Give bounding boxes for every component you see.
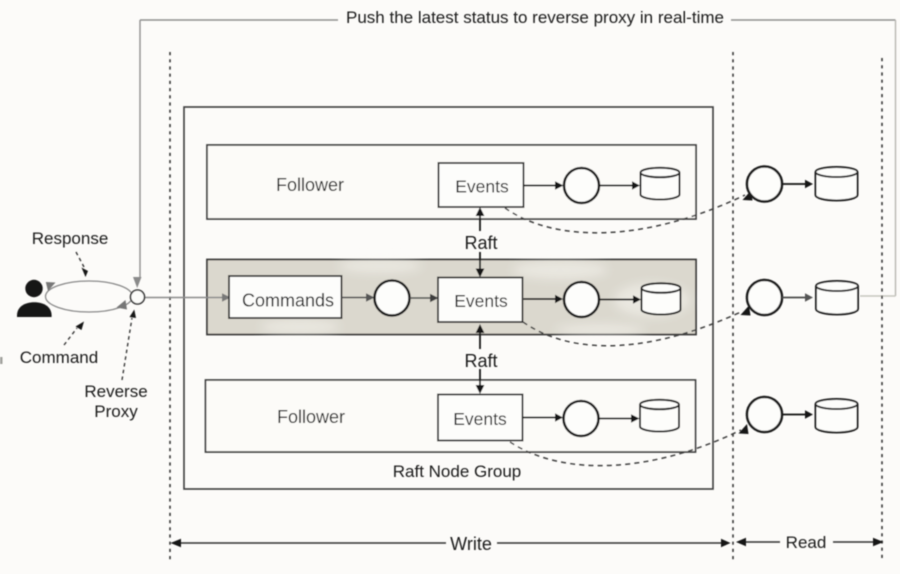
svg-text:Command: Command	[20, 348, 98, 367]
svg-text:Raft: Raft	[464, 233, 497, 253]
svg-text:Reverse: Reverse	[84, 382, 147, 401]
svg-text:Events: Events	[453, 409, 507, 429]
svg-text:Commands: Commands	[242, 291, 334, 311]
svg-text:Follower: Follower	[277, 407, 345, 427]
svg-text:Write: Write	[450, 534, 492, 554]
svg-text:Proxy: Proxy	[94, 402, 138, 421]
svg-text:Raft Node Group: Raft Node Group	[393, 462, 522, 481]
svg-text:Response: Response	[32, 229, 109, 248]
svg-text:Raft: Raft	[464, 351, 497, 371]
svg-text:Events: Events	[455, 177, 509, 197]
svg-text:Follower: Follower	[276, 175, 344, 195]
svg-text:Events: Events	[454, 291, 508, 311]
svg-text:Read: Read	[786, 533, 827, 552]
svg-text:Push the latest status to reve: Push the latest status to reverse proxy …	[346, 8, 724, 27]
